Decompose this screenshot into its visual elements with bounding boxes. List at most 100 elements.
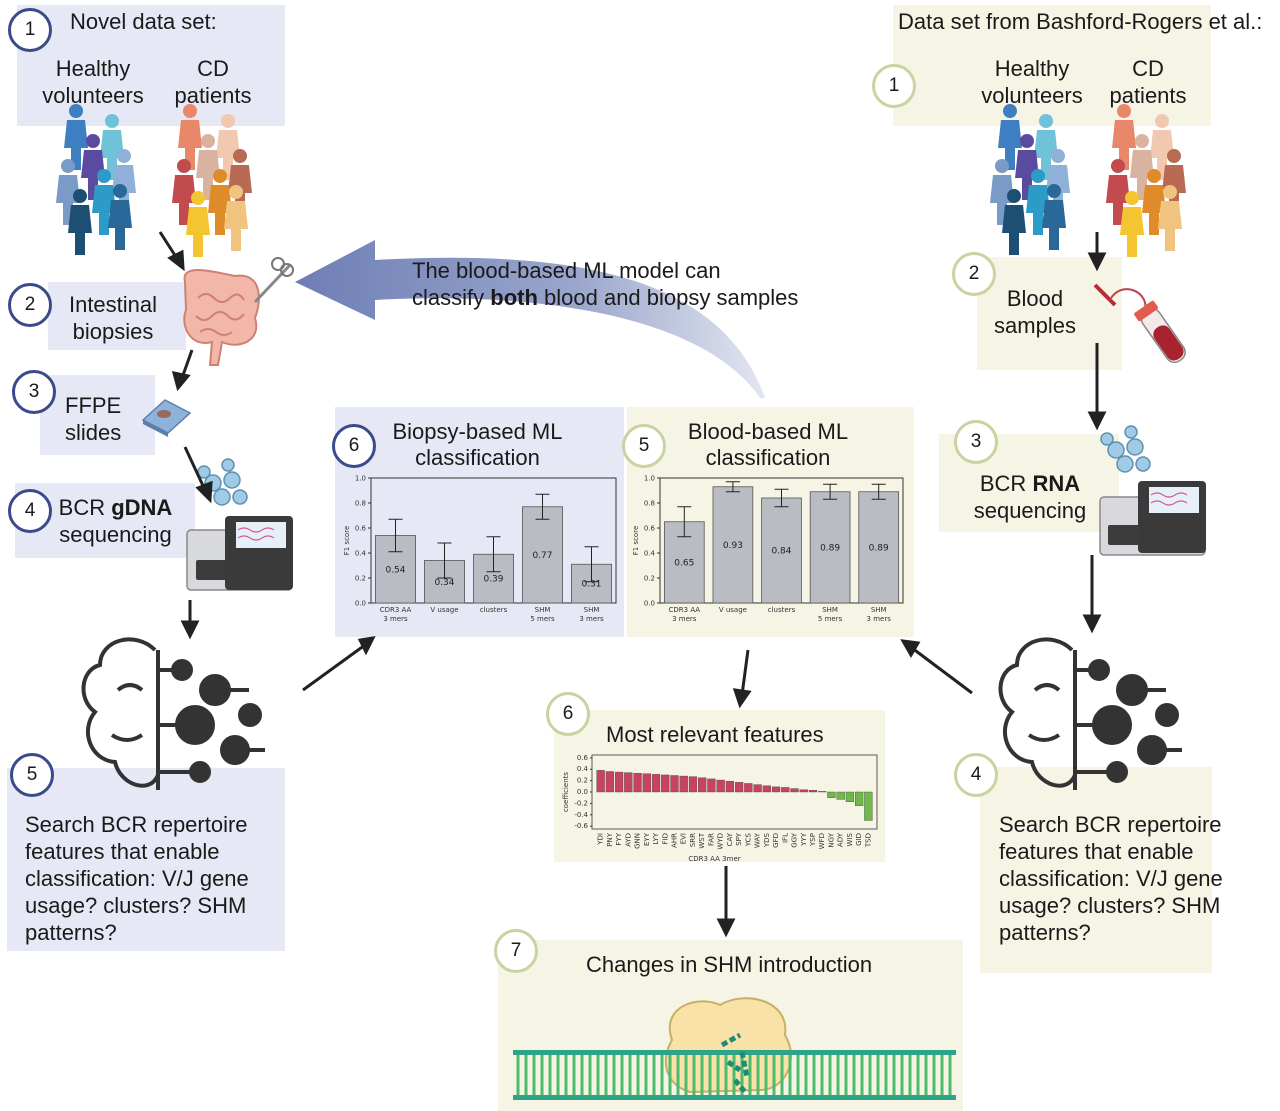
y-tick-label: 0.8: [644, 500, 655, 508]
coef-bar: [633, 773, 642, 793]
coef-bar: [808, 790, 818, 793]
x-tick-label: EVI: [680, 833, 688, 844]
x-tick-label: FYY: [615, 832, 623, 845]
sequencer-right-icon: [1099, 481, 1206, 556]
coef-bar: [716, 779, 725, 793]
x-tick-label: WIS: [846, 832, 854, 846]
x-tick-label: GGY: [791, 832, 799, 848]
bar-value-label: 0.89: [869, 543, 889, 553]
ffpe-slides-label: FFPE slides: [65, 393, 122, 445]
coef-bar: [651, 774, 661, 793]
bar-value-label: 0.31: [581, 580, 601, 590]
x-tick-label: YYY: [800, 832, 808, 847]
y-tick-label: -0.2: [574, 799, 588, 807]
rna-suffix: sequencing: [973, 498, 1087, 523]
healthy-volunteers-left-icon: [56, 104, 136, 255]
x-tick-label: EYY: [643, 832, 651, 846]
coef-bar: [781, 787, 790, 793]
blood-step-badge: 5: [622, 424, 666, 468]
coef-bar: [827, 791, 836, 798]
step-2-right-badge: 2: [952, 252, 996, 296]
x-tick-label: SHM: [584, 606, 600, 614]
coef-bar: [836, 791, 845, 800]
biopsy-panel-title: Biopsy-based ML classification: [392, 419, 563, 470]
bar: [473, 553, 514, 604]
rna-bold: RNA: [1032, 471, 1081, 496]
x-tick-label: WAY: [754, 832, 762, 848]
step-3-left-badge: 3: [12, 370, 56, 414]
bar-value-label: 0.39: [483, 575, 503, 585]
y-tick-label: 0.6: [355, 525, 367, 533]
step-3-right-badge: 3: [954, 420, 998, 464]
intestinal-biopsies-label: Intestinal biopsies: [68, 292, 158, 344]
bashford-title: Data set from Bashford-Rogers et al.:: [898, 9, 1263, 34]
x-tick-label: V usage: [719, 606, 747, 614]
coef-bar: [624, 772, 633, 793]
y-tick-label: 0.4: [355, 550, 367, 558]
x-tick-label: V usage: [430, 606, 458, 614]
cd-patients-right-icon: [1106, 104, 1186, 257]
big-curved-arrow: [295, 240, 765, 398]
y-tick-label: 1.0: [644, 475, 655, 483]
x-tick-label: NGY: [827, 832, 835, 847]
coef-bar: [744, 783, 753, 793]
dna-rungs: [516, 1055, 952, 1095]
step-5-left-badge: 5: [10, 753, 54, 797]
step-4-left-badge: 4: [8, 489, 52, 533]
bar-value-label: 0.89: [820, 543, 840, 553]
x-tick-label: 5 mers: [530, 615, 555, 623]
coef-bar: [855, 791, 864, 806]
y-tick-label: 0.6: [577, 754, 589, 762]
right-search-text: Search BCR repertoire features that enab…: [999, 812, 1223, 945]
healthy-volunteers-left-label: Healthy volunteers: [42, 56, 144, 108]
bar: [712, 486, 754, 604]
bashford-box: [893, 5, 1211, 126]
y-tick-label: 0.0: [355, 600, 366, 608]
ffpe-slides-box: [40, 375, 155, 455]
healthy-volunteers-right-icon: [990, 104, 1070, 255]
bcr-molecules-left-icon: [197, 458, 248, 506]
step-1-right-badge: 1: [872, 64, 916, 108]
rna-prefix: BCR: [979, 471, 1033, 496]
flow-arrows: [158, 231, 1107, 938]
blood-tube-icon: [1093, 283, 1186, 364]
x-tick-label: CDR3 AA: [380, 606, 412, 614]
y-tick-label: 0.4: [644, 550, 656, 558]
features-title: Most relevant features: [606, 722, 824, 747]
y-tick-label: 0.2: [577, 777, 588, 785]
features-step-badge: 6: [546, 692, 590, 736]
cd-patients-right-label: CD patients: [1109, 56, 1187, 108]
coef-bar: [753, 784, 762, 793]
x-tick-label: PNY: [606, 832, 614, 846]
y-tick-label: 0.2: [644, 575, 655, 583]
x-tick-label: GNN: [634, 833, 642, 849]
x-tick-label: SHM: [535, 606, 551, 614]
arrow-caption-post: blood and biopsy samples: [537, 285, 799, 310]
x-axis-label: CDR3 AA 3mer: [688, 855, 740, 863]
bar: [858, 491, 900, 604]
shm-title: Changes in SHM introduction: [586, 952, 873, 977]
x-tick-label: SHM: [822, 606, 838, 614]
coef-bar: [614, 771, 624, 793]
coef-bar: [661, 774, 670, 793]
x-tick-label: clusters: [768, 606, 796, 614]
left-search-text: Search BCR repertoire features that enab…: [25, 812, 249, 945]
x-tick-label: YDI: [597, 833, 605, 846]
y-tick-label: -0.6: [574, 822, 588, 830]
cd-patients-left-icon: [172, 104, 252, 257]
arrow-caption-pre: The blood-based ML model can classify: [412, 258, 721, 310]
y-axis-label: coefficients: [562, 772, 570, 812]
x-tick-label: SRR: [689, 833, 697, 847]
coef-bar: [818, 791, 827, 793]
coef-bar: [596, 770, 605, 793]
coef-bar: [762, 785, 771, 793]
y-tick-label: 0.6: [644, 525, 656, 533]
y-tick-label: 0.8: [355, 500, 366, 508]
x-tick-label: FAR: [707, 833, 715, 846]
y-tick-label: -0.4: [574, 811, 588, 819]
x-tick-label: GFD: [772, 833, 780, 848]
x-tick-label: 3 mers: [672, 615, 697, 623]
